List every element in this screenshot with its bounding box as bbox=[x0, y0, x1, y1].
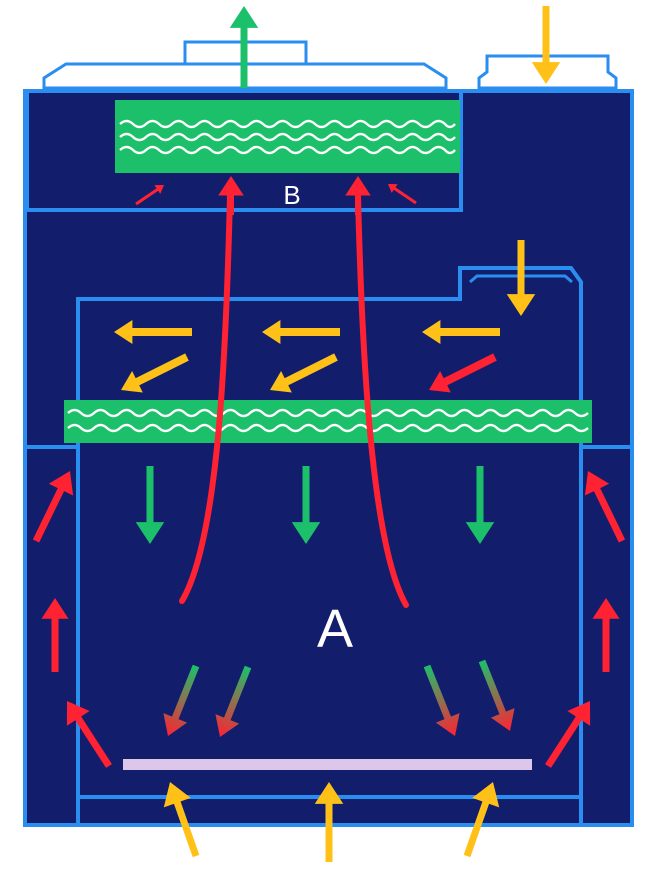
supply-filter-waves bbox=[67, 408, 589, 433]
plenum-feed-arrow-left bbox=[135, 185, 164, 206]
inlet-grille-arrow bbox=[506, 240, 536, 316]
fresh-air-intake-arrow bbox=[531, 6, 561, 84]
left-return-curve bbox=[179, 192, 233, 604]
exhaust-plenum bbox=[25, 89, 463, 212]
exhaust-housing bbox=[42, 40, 618, 90]
plenum-feed-arrow-right bbox=[388, 184, 417, 205]
right-plenum-arrow-mid bbox=[592, 598, 620, 672]
filter-wave-line bbox=[67, 423, 589, 433]
downflow-arrow-center bbox=[291, 466, 321, 544]
exhaust-return-curves bbox=[179, 192, 409, 608]
exhaust-filter-waves bbox=[119, 119, 456, 155]
filter-wave-line bbox=[119, 145, 456, 155]
filter-wave-line bbox=[119, 119, 456, 129]
left-plenum-arrow-mid bbox=[41, 598, 69, 672]
mixing-arrow-4 bbox=[478, 659, 515, 731]
mixing-arrow-1 bbox=[163, 664, 200, 736]
right-plenum-arrow-top bbox=[584, 471, 626, 543]
downflow-arrow-right bbox=[465, 466, 495, 544]
right-side-plenum bbox=[579, 445, 630, 825]
work-surface bbox=[123, 759, 532, 770]
downflow-arrow-left bbox=[135, 466, 165, 544]
filter-wave-line bbox=[119, 132, 456, 142]
exhaust-hepa-filter bbox=[115, 100, 460, 173]
left-side-plenum bbox=[27, 445, 80, 825]
recirc-arrow-1 bbox=[114, 320, 192, 344]
recirc-diag-2 bbox=[270, 353, 338, 393]
left-plenum-arrow-top bbox=[32, 471, 74, 543]
right-return-curve bbox=[355, 192, 409, 608]
front-intake-arrow-left bbox=[163, 782, 200, 858]
mixing-arrow-3 bbox=[423, 664, 460, 736]
recirc-arrow-3 bbox=[422, 320, 500, 344]
recirc-diag-1 bbox=[121, 353, 189, 393]
work-chamber-outline bbox=[76, 266, 583, 447]
zone-a-label: A bbox=[317, 599, 353, 659]
filter-wave-line bbox=[67, 408, 589, 418]
front-intake-arrow-center bbox=[314, 782, 344, 862]
exhaust-out-arrow bbox=[229, 6, 259, 88]
supply-hepa-filter bbox=[64, 400, 592, 443]
left-return-head bbox=[218, 176, 244, 215]
cabinet-body bbox=[23, 89, 634, 827]
mixing-arrow-2 bbox=[215, 665, 252, 737]
zone-b-label: B bbox=[283, 180, 300, 210]
front-intake-arrow-right bbox=[463, 782, 500, 858]
airflow-arrows bbox=[32, 6, 626, 862]
contaminated-diag bbox=[429, 353, 497, 393]
left-plenum-arrow-bottom bbox=[66, 701, 112, 768]
recirc-arrow-2 bbox=[262, 320, 340, 344]
right-plenum-arrow-bottom bbox=[545, 701, 591, 768]
right-return-head bbox=[345, 176, 371, 215]
